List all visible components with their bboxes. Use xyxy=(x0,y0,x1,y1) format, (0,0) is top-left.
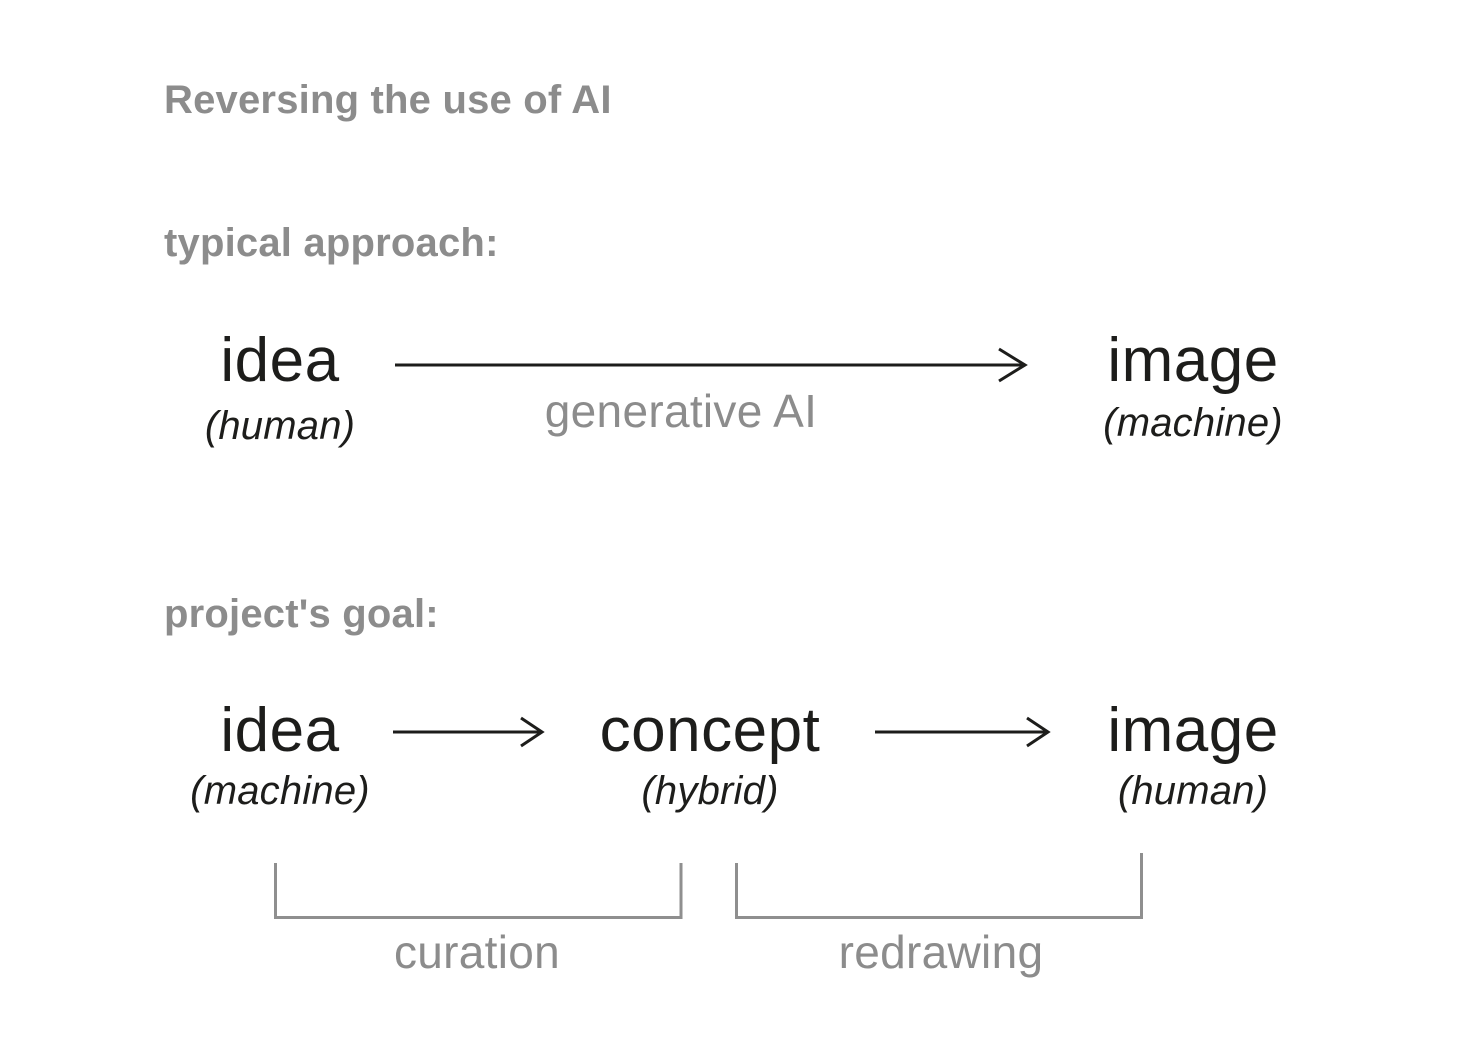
redrawing-bracket-shape xyxy=(735,853,1143,919)
node-label-idea: idea xyxy=(220,326,340,395)
right-arrow-icon xyxy=(395,347,1028,383)
node-sublabel-hybrid: (hybrid) xyxy=(641,769,779,813)
node-sublabel-machine: (machine) xyxy=(1103,401,1283,445)
right-arrow-icon xyxy=(393,716,545,748)
node-label-image-2: image xyxy=(1107,696,1279,765)
projects-goal-heading: project's goal: xyxy=(164,592,439,636)
node-label-concept: concept xyxy=(599,696,821,765)
typical-approach-heading: typical approach: xyxy=(164,221,499,265)
node-sublabel-human: (human) xyxy=(204,404,356,448)
arrow-label-generative-ai: generative AI xyxy=(544,385,818,437)
node-sublabel-machine-2: (machine) xyxy=(190,769,370,813)
node-label-image: image xyxy=(1107,326,1279,395)
node-sublabel-human-2: (human) xyxy=(1117,769,1269,813)
node-label-idea-2: idea xyxy=(220,696,340,765)
curation-bracket-shape xyxy=(274,863,683,919)
right-arrow-icon xyxy=(875,716,1051,748)
process-label-curation: curation xyxy=(393,926,561,978)
page-title: Reversing the use of AI xyxy=(164,78,612,122)
process-label-redrawing: redrawing xyxy=(838,926,1044,978)
